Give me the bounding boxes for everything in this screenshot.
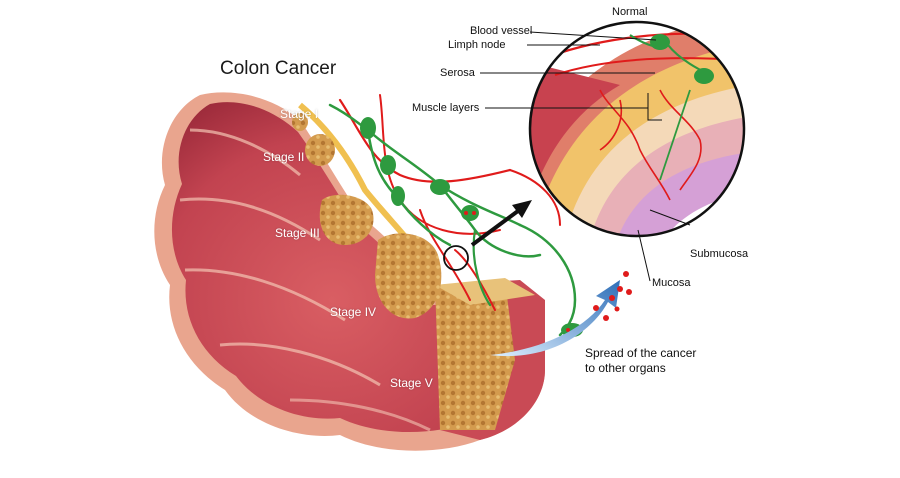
- spread-caption-line-2: to other organs: [585, 361, 666, 375]
- inset-capillaries: [599, 89, 671, 201]
- fold-line: [189, 128, 301, 177]
- blood-vessel: [419, 209, 471, 301]
- lymph-vessel: [472, 228, 492, 307]
- fold-line: [179, 197, 321, 242]
- normal-wall-inset: [528, 20, 746, 238]
- stage-label-4: Stage IV: [330, 305, 377, 319]
- blood-vessel: [379, 94, 501, 235]
- label-muscle-layers: Muscle layers: [412, 102, 480, 114]
- blood-vessel: [509, 169, 561, 226]
- tumor-stage-5: [435, 280, 515, 430]
- leader-lines: [480, 31, 691, 282]
- cancer-cell: [566, 328, 570, 332]
- stage-label-3: Stage III: [275, 226, 320, 240]
- lymph-node: [380, 155, 396, 175]
- stage-label-1: Stage I: [280, 107, 319, 121]
- cancer-cell: [593, 305, 599, 311]
- cancer-cell: [617, 286, 623, 292]
- cancer-cell: [609, 295, 615, 301]
- inset-lymph-node: [650, 34, 670, 50]
- cancer-cell: [614, 306, 620, 312]
- inset-blood-vessel: [554, 57, 741, 76]
- cancer-cell: [603, 315, 609, 321]
- tumor-stage-1: [292, 113, 308, 131]
- leader-mucosa: [637, 229, 651, 282]
- lymph-vessel: [328, 103, 522, 227]
- zoom-marker-circle: [443, 245, 469, 271]
- label-mucosa: Mucosa: [652, 277, 691, 289]
- cancer-cell: [623, 271, 629, 277]
- muscle-layer-bracket: [647, 93, 662, 121]
- tumor-stage-4: [375, 233, 442, 319]
- leader-submucosa: [649, 209, 691, 226]
- cancer-cell: [626, 289, 632, 295]
- lymph-node-infected: [461, 205, 479, 221]
- stage-label-5: Stage V: [390, 376, 433, 390]
- fold-line: [184, 268, 346, 322]
- diagram-title: Colon Cancer: [220, 58, 337, 79]
- inset-lymph-node: [694, 68, 714, 84]
- inset-border: [528, 20, 746, 238]
- inset-capillaries: [659, 89, 702, 191]
- fold-line: [219, 342, 381, 387]
- inset-title: Normal: [612, 6, 648, 18]
- spread-arrow: [490, 280, 620, 357]
- label-limph-node: Limph node: [448, 39, 506, 51]
- zoom-arrow: [470, 206, 524, 247]
- tumor-stage-3: [319, 194, 374, 245]
- vessel-network: [328, 94, 583, 337]
- lymph-node: [430, 179, 450, 195]
- fold-line: [289, 398, 431, 432]
- leader-blood-vessel: [529, 31, 657, 41]
- zoom-arrowhead: [512, 200, 532, 218]
- blood-vessel: [338, 98, 512, 183]
- stage-label-2: Stage II: [263, 150, 305, 164]
- lymph-node: [360, 117, 376, 139]
- tumor-cross-section: [435, 278, 545, 440]
- cancer-cell: [472, 211, 476, 215]
- label-submucosa: Submucosa: [690, 248, 749, 260]
- lymph-node: [391, 186, 405, 206]
- label-serosa: Serosa: [440, 67, 475, 79]
- inset-lymph-branch: [659, 89, 691, 181]
- cancer-cell: [464, 211, 468, 215]
- spreading-cells: [593, 271, 632, 321]
- label-blood-vessel: Blood vessel: [470, 25, 533, 37]
- tumors: [292, 113, 442, 319]
- spread-caption-line-1: Spread of the cancer: [585, 346, 697, 360]
- tumor-stage-2: [305, 134, 335, 166]
- spread-caption: Spread of the cancer to other organs: [585, 346, 696, 376]
